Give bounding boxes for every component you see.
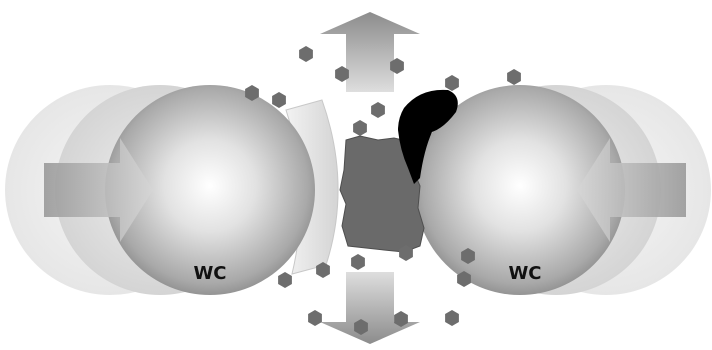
hexagon-particle-icon — [353, 120, 367, 136]
right-ball-label: WC — [508, 263, 541, 284]
hexagon-particle-icon — [351, 254, 365, 270]
hexagon-particle-icon — [278, 272, 292, 288]
arrow-up-icon — [320, 12, 420, 92]
hexagon-particle-icon — [308, 310, 322, 326]
left-ball-label: WC — [193, 263, 226, 284]
hexagon-particle-icon — [299, 46, 313, 62]
hexagon-particle-icon — [445, 310, 459, 326]
arrow-down-icon — [320, 272, 420, 344]
hexagon-particle-icon — [445, 75, 459, 91]
hexagon-particle-icon — [371, 102, 385, 118]
hexagon-particle-icon — [272, 92, 286, 108]
hexagon-particle-icon — [507, 69, 521, 85]
